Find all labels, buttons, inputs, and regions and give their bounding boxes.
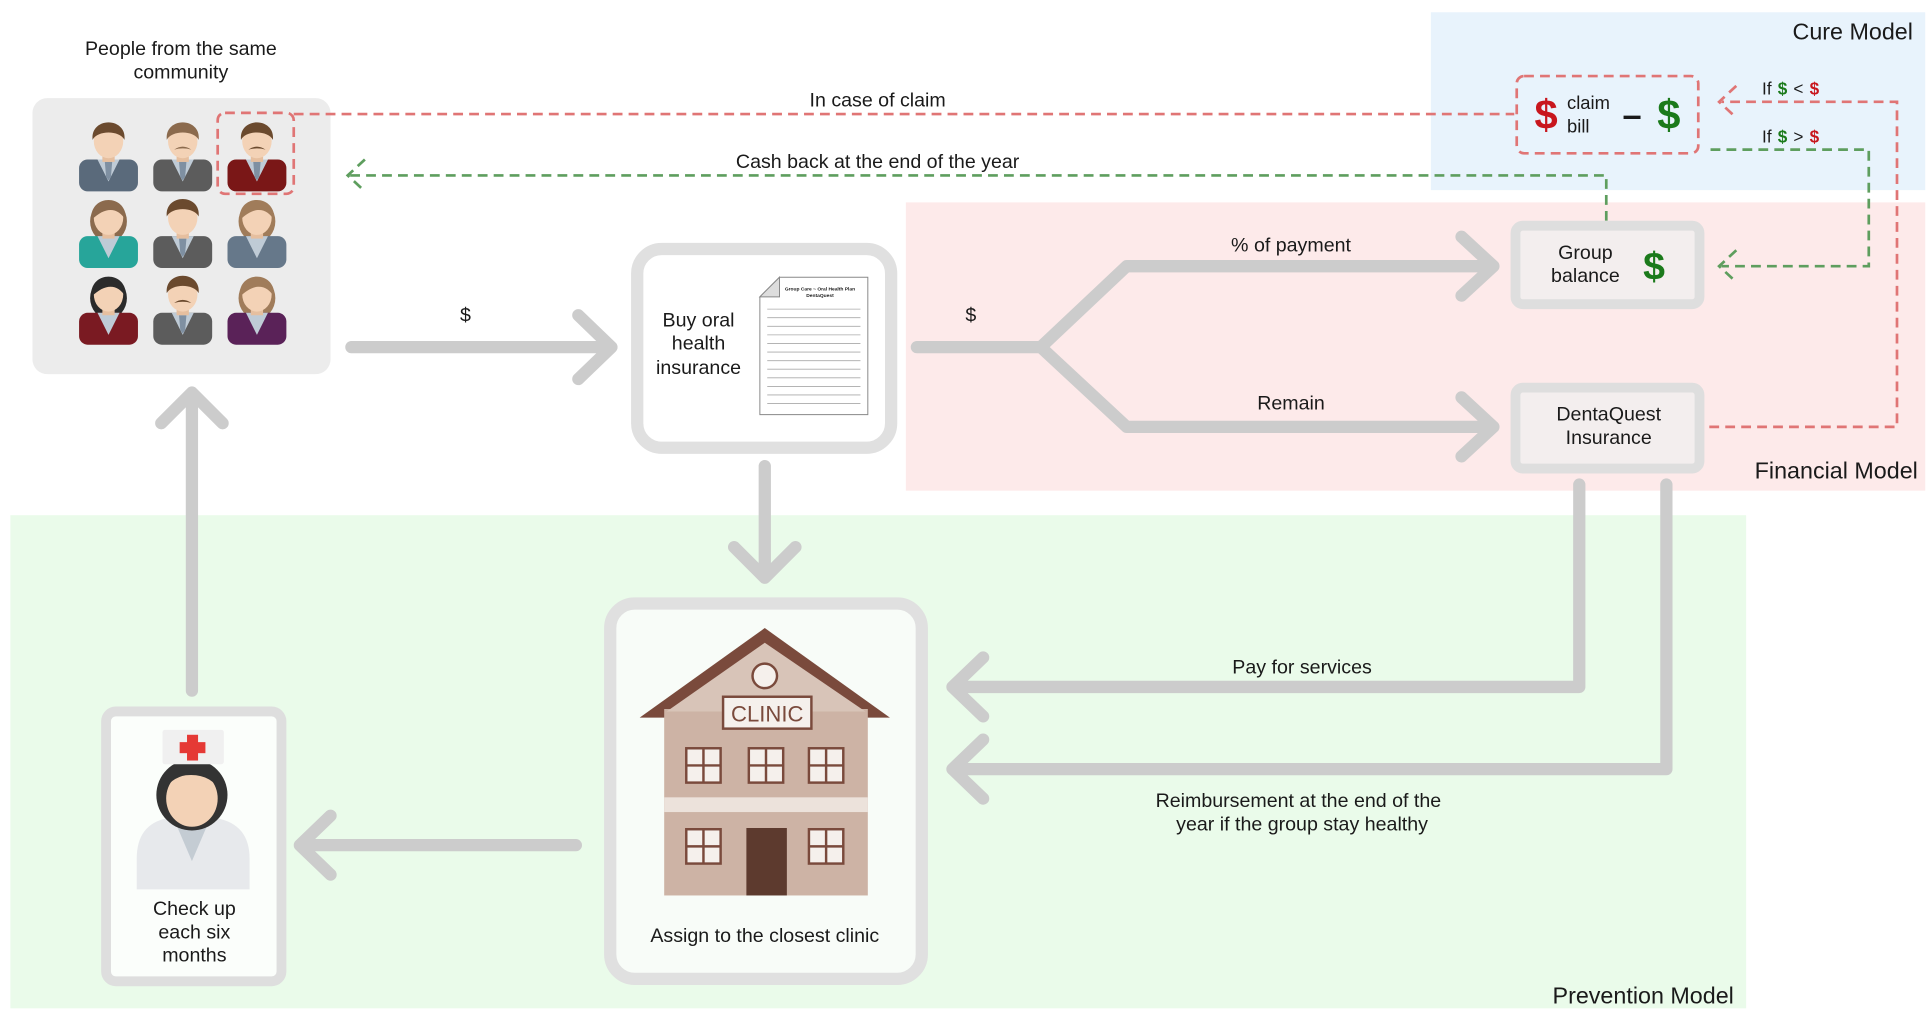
condition-greater-label: If$>$ (1762, 126, 1820, 146)
condition-less-bill-dollar: $ (1810, 78, 1820, 98)
claim-bill-label-line-1: claim (1567, 92, 1610, 113)
pay-to-insurance-label: $ (460, 304, 471, 326)
financial-model-region (905, 202, 1926, 491)
claim-bill-dollar-icon: $ (1535, 91, 1558, 138)
clinic-sign-text: CLINIC (731, 701, 803, 726)
group-balance-dollar-symbol-icon: $ (1643, 245, 1665, 289)
surplus-arrowhead-icon (1717, 249, 1738, 284)
clinic-window-icon (685, 747, 722, 784)
checkup-label-line-3: months (162, 945, 227, 967)
condition-greater-balance-dollar: $ (1778, 126, 1788, 146)
clinic-building-icon: CLINIC (639, 628, 890, 896)
clinic-window-icon (807, 828, 845, 865)
red-cross-icon (179, 734, 206, 761)
buy-insurance-label-line-2: health (672, 333, 725, 355)
arrow-payment-split (910, 230, 1500, 463)
arrow-reimbursement (946, 478, 1673, 805)
person-icon (153, 199, 213, 269)
clinic-window-icon (685, 828, 722, 865)
arrow-checkup-to-community (155, 386, 229, 697)
dentaquest-label-line-1: DentaQuest (1556, 404, 1661, 426)
clinic-sign (721, 695, 813, 730)
buy-insurance-label-line-1: Buy oral (663, 309, 735, 331)
payment-split-label: $ (965, 304, 976, 326)
person-icon (153, 275, 213, 345)
reimbursement-label-line-2: year if the group stay healthy (1176, 813, 1428, 835)
condition-less-label: If$<$ (1762, 78, 1820, 98)
minus-sign: – (1622, 96, 1641, 134)
cure-model-label: Cure Model (1793, 18, 1913, 44)
dentaquest-label-line-2: Insurance (1566, 427, 1652, 449)
nurse-icon (136, 729, 250, 890)
clinic-round-window-icon (751, 662, 779, 690)
condition-greater-bill-dollar: $ (1810, 126, 1820, 146)
document-title-line-2: DentaQuest (806, 293, 834, 299)
checkup-label-line-1: Check up (153, 898, 236, 920)
claimant-highlight-box (216, 111, 296, 196)
arrow-community-to-insurance (345, 309, 618, 386)
arrow-pay-for-services (946, 478, 1586, 723)
condition-less-if: If (1762, 78, 1772, 98)
remain-label: Remain (1257, 393, 1325, 415)
group-balance-dollar-icon: $ (1657, 91, 1680, 138)
reimbursement-label-line-1: Reimbursement at the end of the (1156, 790, 1442, 812)
checkup-label-line-2: each six (158, 921, 230, 943)
community-label-line-1: People from the same (85, 38, 277, 60)
group-balance-label-line-1: Group (1558, 242, 1613, 264)
person-icon (227, 199, 287, 269)
buy-insurance-label-line-3: insurance (656, 357, 741, 379)
condition-greater-if: If (1762, 126, 1772, 146)
clinic-door-icon (746, 828, 787, 896)
cash-back-arrowhead-icon (345, 158, 366, 193)
clinic-label: Assign to the closest clinic (650, 925, 879, 947)
condition-less-operator: < (1793, 78, 1803, 98)
surplus-return-dashed-line (1710, 148, 1871, 268)
clinic-windows (685, 747, 845, 865)
claim-flow-label: In case of claim (810, 90, 946, 112)
person-icon (79, 122, 138, 192)
group-balance-box (1510, 220, 1705, 310)
community-people-grid (79, 122, 287, 345)
clinic-window-icon (747, 747, 785, 784)
claim-bill-box (1515, 74, 1700, 155)
arrow-insurance-to-clinic (727, 460, 802, 584)
community-label-line-2: community (133, 62, 228, 84)
claim-arrowhead-icon (1717, 84, 1738, 119)
financial-model-label: Financial Model (1755, 457, 1918, 483)
insurance-document-icon: Group Care ~ Oral Health Plan DentaQuest (758, 276, 869, 416)
person-icon (79, 276, 138, 345)
person-icon (153, 122, 213, 192)
pay-for-services-label: Pay for services (1232, 656, 1372, 678)
person-icon (79, 199, 138, 269)
person-icon (227, 122, 287, 192)
person-icon (227, 276, 287, 345)
group-balance-label-line-2: balance (1551, 265, 1620, 287)
prevention-model-label: Prevention Model (1553, 982, 1734, 1008)
condition-less-balance-dollar: $ (1778, 78, 1788, 98)
clinic-window-icon (807, 747, 845, 784)
percent-of-payment-label: % of payment (1231, 234, 1351, 256)
document-title-line-1: Group Care ~ Oral Health Plan (785, 287, 855, 293)
cash-back-dashed-line (350, 174, 1608, 221)
dentaquest-insurance-box (1510, 382, 1705, 474)
cash-back-label: Cash back at the end of the year (736, 151, 1020, 173)
condition-greater-operator: > (1793, 126, 1803, 146)
claim-bill-label-line-2: bill (1567, 115, 1590, 136)
arrow-clinic-to-checkup (293, 809, 583, 881)
flow-arrows (155, 230, 1673, 881)
